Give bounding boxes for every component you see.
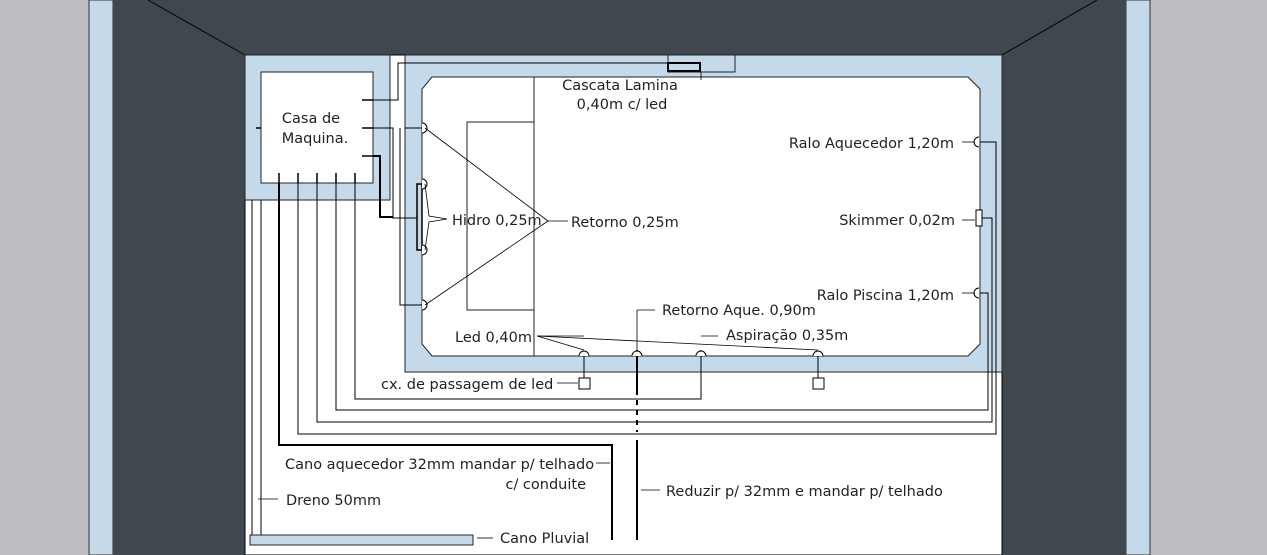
machine-house-label-line1: Casa de bbox=[282, 111, 340, 127]
pipes bbox=[251, 62, 997, 540]
cascade-label-line1: Cascata Lamina bbox=[562, 78, 678, 94]
cascade-lip bbox=[667, 62, 701, 72]
skimmer-label: Skimmer 0,02m bbox=[839, 213, 955, 229]
corner-line-left bbox=[147, 0, 246, 56]
drain-label: Dreno 50mm bbox=[286, 493, 381, 509]
reduce-label: Reduzir p/ 32mm e mandar p/ telhado bbox=[666, 484, 943, 500]
outer-wall-right bbox=[1125, 0, 1151, 555]
machine-house-stubs bbox=[256, 99, 373, 183]
corner-line-right bbox=[1001, 0, 1098, 56]
led-box-label: cx. de passagem de led bbox=[381, 377, 553, 393]
rain-pipe-label: Cano Pluvial bbox=[500, 531, 589, 547]
aspiration-label: Aspiração 0,35m bbox=[726, 328, 848, 344]
cascade-label-line2: 0,40m c/ led bbox=[577, 97, 668, 113]
return-lines bbox=[258, 72, 975, 539]
machine-house-label-line2: Maquina. bbox=[282, 131, 349, 147]
return-label: Retorno 0,25m bbox=[571, 215, 679, 231]
pool-water bbox=[421, 76, 981, 357]
led-label: Led 0,40m bbox=[455, 330, 532, 346]
heater-return-label: Retorno Aque. 0,90m bbox=[662, 303, 816, 319]
hydro-label: Hidro 0,25m bbox=[452, 213, 542, 229]
pool-drain-label: Ralo Piscina 1,20m bbox=[817, 288, 954, 304]
heater-pipe-label-line2: c/ conduite bbox=[505, 477, 586, 493]
outer-wall-left bbox=[88, 0, 114, 555]
machine-house-box bbox=[260, 71, 374, 184]
rain-pipe bbox=[249, 534, 474, 546]
heater-drain-label: Ralo Aquecedor 1,20m bbox=[789, 136, 954, 152]
heater-pipe-label-line1: Cano aquecedor 32mm mandar p/ telhado bbox=[285, 457, 594, 473]
pool-fixtures bbox=[421, 122, 983, 390]
hydro-bar bbox=[416, 183, 423, 251]
hydro-bench bbox=[466, 121, 535, 311]
